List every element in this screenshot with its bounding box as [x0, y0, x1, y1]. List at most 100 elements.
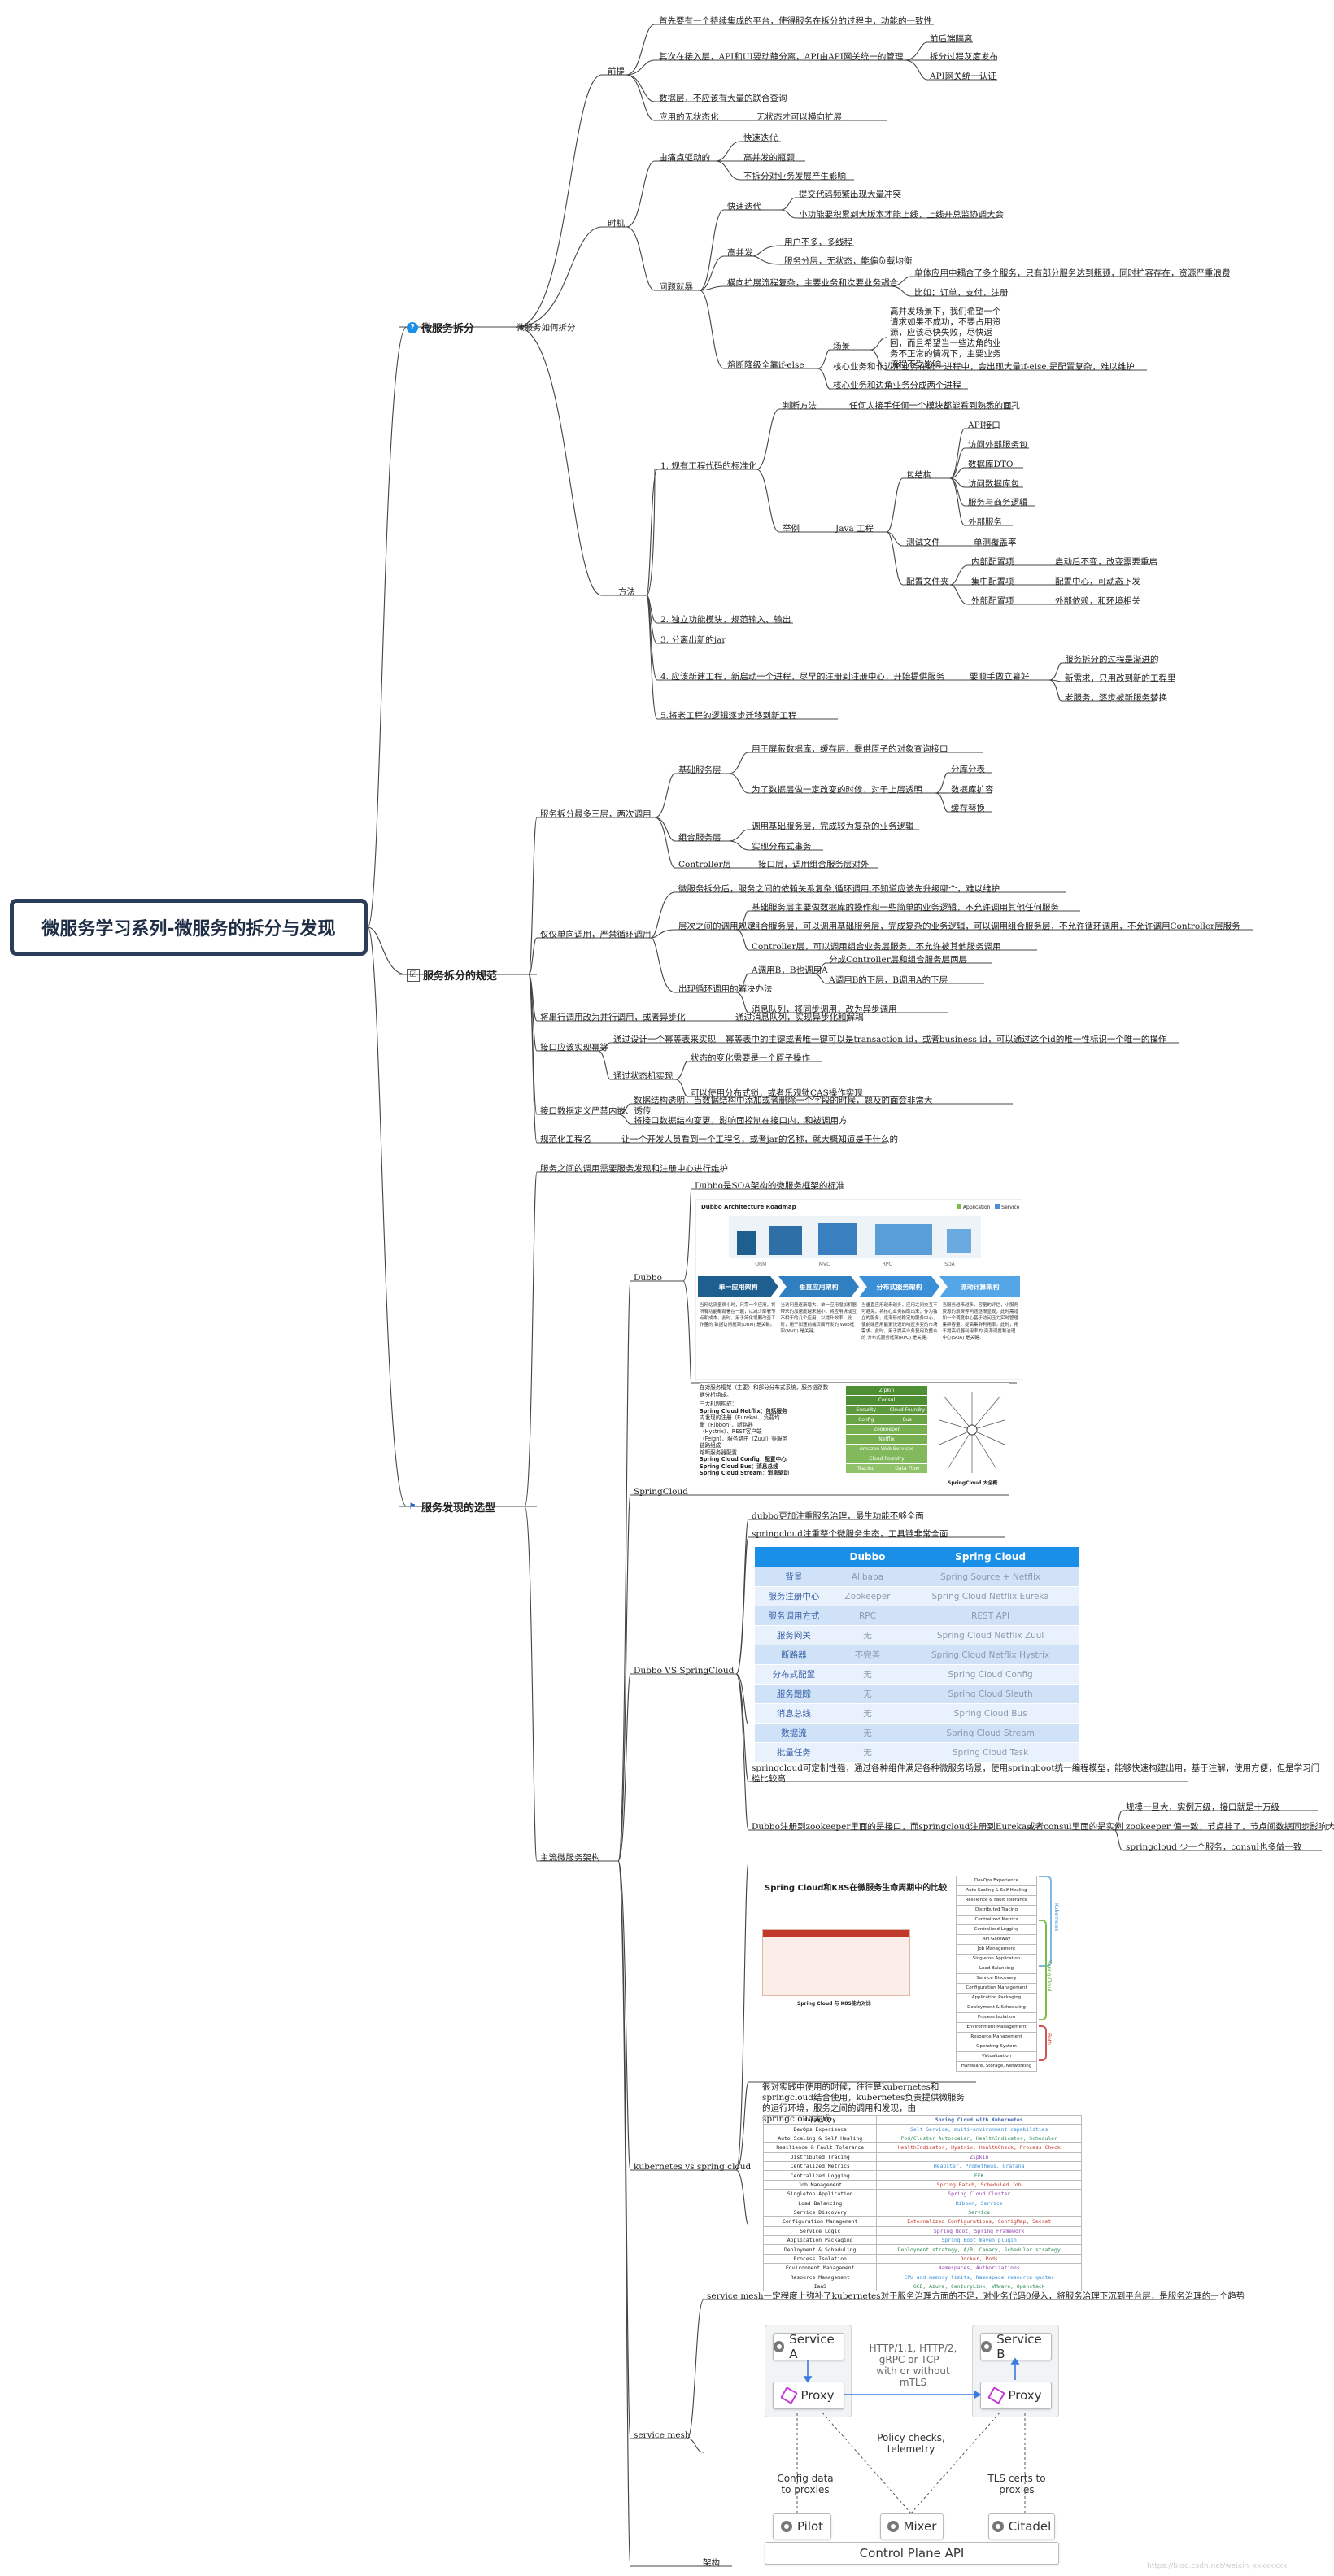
- stage-3: 分布式服务架构: [859, 1276, 939, 1297]
- bar-mvc: MVC: [818, 1262, 830, 1267]
- cap-cell: Environment Management: [762, 2263, 878, 2273]
- node-idem: 接口应该实现幂等: [540, 1043, 608, 1053]
- mesh-policy: Policy checks, telemetry: [877, 2432, 945, 2455]
- node-test-text: 单测覆盖率: [974, 538, 1017, 547]
- cmp-cell: 分布式配置: [755, 1664, 833, 1685]
- stage-1: 单一应用架构: [698, 1276, 778, 1297]
- watermark: https://blog.csdn.net/weixin_xxxxxxxx: [1147, 2562, 1288, 2570]
- proxy-b-label: Proxy: [1008, 2388, 1042, 2403]
- node-vs-zk: Dubbo注册到zookeeper里面的是接口，而springcloud注册到E…: [752, 1822, 1123, 1832]
- pilot-label: Pilot: [796, 2519, 824, 2534]
- service-icon: [774, 2341, 785, 2352]
- cmp-cell: Spring Cloud Task: [902, 1742, 1079, 1762]
- cap-cell: Self Service, multi-environment capabili…: [876, 2124, 1082, 2134]
- mesh-tls: TLS certs to proxies: [987, 2473, 1046, 2495]
- mixer-icon: [887, 2521, 899, 2532]
- node-premise: 前提: [608, 67, 625, 76]
- node-timing-conc: 高并发: [727, 248, 753, 258]
- node-gateway-1: 前后端隔离: [930, 34, 973, 44]
- mesh-config: Config data to proxies: [777, 2473, 834, 2495]
- citadel-icon: [992, 2521, 1004, 2532]
- k8s-stack-item: Centralized Logging: [956, 1925, 1037, 1935]
- both-bracket: [1039, 2025, 1047, 2061]
- section-select: ⚑ 服务发现的选型: [407, 1499, 496, 1515]
- node-conf-desc-2: 配置中心，可动态下发: [1055, 577, 1140, 586]
- springcloud-list-8: Spring Cloud Config：配置中心: [700, 1456, 787, 1462]
- cap-cell: Heapster, Prometheus, Grafana: [876, 2160, 1082, 2172]
- cmp-cell: REST API: [902, 1606, 1079, 1626]
- cmp-cell: 服务调用方式: [755, 1606, 833, 1626]
- cmp-cell: 断路器: [755, 1645, 833, 1665]
- springcloud-list-5: （Feign）、服务路由（Zuul）等服务: [700, 1435, 788, 1442]
- node-conf-desc-3: 外部依赖，和环境相关: [1055, 596, 1140, 606]
- node-timing-driven-3: 不拆分对业务发展产生影响: [743, 172, 846, 181]
- springcloud-caption: SpringCloud 大全概: [948, 1480, 998, 1486]
- stack-3: Security: [846, 1406, 887, 1414]
- flag-icon: ⚑: [408, 1502, 416, 1511]
- cmp-cell: 背景: [755, 1567, 833, 1587]
- node-dubbo: Dubbo: [634, 1273, 662, 1283]
- node-combo-2: 实现分布式事务: [752, 842, 812, 852]
- node-method-4-1: 服务拆分的过程是渐进的: [1065, 655, 1159, 665]
- springcloud-list-2: 内发现的注册（Eureka）、负载均: [700, 1414, 780, 1421]
- node-timing-fast: 快速迭代: [727, 202, 761, 211]
- node-timing-logic-2: 核心业务和边角业务分成两个进程: [833, 381, 961, 390]
- cmp-cell: Zookeeper: [832, 1586, 903, 1606]
- cmp-head-0: [755, 1547, 833, 1567]
- cmp-cell: 无: [832, 1684, 903, 1704]
- cmp-cell: Spring Cloud Netflix Eureka: [902, 1586, 1079, 1606]
- node-vs-zk-1: 规模一旦大，实例万级，接口就是十万级: [1126, 1802, 1280, 1812]
- stack-6: Bus: [887, 1415, 927, 1424]
- node-method-1-example: 举例: [783, 524, 800, 534]
- cmp-cell: 无: [832, 1664, 903, 1685]
- node-k8s-text: 很对实践中使用的时候，往往是kubernetes和springcloud结合使用…: [762, 2082, 965, 2124]
- legend-service: Service: [1001, 1205, 1020, 1210]
- node-single-loop-a-2: A调用B的下层，B调用A的下层: [829, 975, 948, 985]
- control-plane-api: Control Plane API: [765, 2542, 1059, 2565]
- springcloud-desc: 在对服务框架（主要）和部分分布式系统，服务链路数据分析组成。 三大机制构成： S…: [700, 1384, 830, 1477]
- cap-cell: CPU and memory limits, Namespace resourc…: [876, 2272, 1082, 2283]
- node-timing-conc-1: 用户不多，多线程: [784, 238, 852, 247]
- node-base-sub-1: 分库分表: [951, 765, 985, 774]
- stack-2: Consul: [846, 1396, 927, 1405]
- cap-cell: Ribbon, Service: [876, 2198, 1082, 2208]
- node-naming: 规范化工程名: [540, 1135, 591, 1144]
- node-mesh: service mesh: [634, 2430, 691, 2440]
- service-mesh-diagram: Service A Service B Proxy Proxy HTTP/1.1…: [748, 2310, 1074, 2570]
- stack-8: Netflix: [846, 1435, 927, 1444]
- springcloud-list-3: 衡（Ribbon）、断路器: [700, 1421, 753, 1428]
- service-a-label: Service A: [789, 2332, 835, 2361]
- cap-cell: Configuration Management: [762, 2216, 878, 2227]
- bar-rpc: RPC: [882, 1262, 892, 1267]
- checklist-icon: ☑: [407, 968, 420, 982]
- node-method-4-3: 老服务，逐步被新服务替换: [1065, 693, 1167, 703]
- node-single-loop-a: A调用B，B也调用A: [752, 965, 828, 975]
- control-plane-label: Control Plane API: [859, 2546, 965, 2561]
- node-pkg-3: 数据库DTO: [968, 460, 1014, 469]
- cap-cell: Job Management: [762, 2179, 878, 2190]
- node-arch: 架构: [703, 2558, 720, 2568]
- node-serial: 将串行调用改为并行调用，或者异步化: [540, 1013, 686, 1022]
- info-icon: ?: [407, 321, 418, 333]
- cap-head-1: Spring Cloud with Kubernetes: [876, 2114, 1082, 2125]
- section-split-label: 微服务拆分: [421, 323, 475, 335]
- dubbo-roadmap-legend: Application Service: [957, 1204, 1019, 1210]
- service-b: Service B: [980, 2332, 1052, 2361]
- node-single-loop-a-1: 分成Controller层和组合服务层两层: [829, 955, 968, 965]
- cap-cell: GCE, Azure, CenturyLink, VMware, Opensta…: [876, 2282, 1082, 2292]
- node-premise-1: 首先要有一个持续集成的平台，使得服务在拆分的过程中，功能的一致性: [659, 16, 932, 26]
- cmp-cell: Spring Cloud Netflix Zuul: [902, 1625, 1079, 1645]
- citadel: Citadel: [988, 2513, 1055, 2539]
- node-method-1-judge-text: 任何人接手任何一个模块都能看到熟悉的面孔: [849, 401, 1020, 411]
